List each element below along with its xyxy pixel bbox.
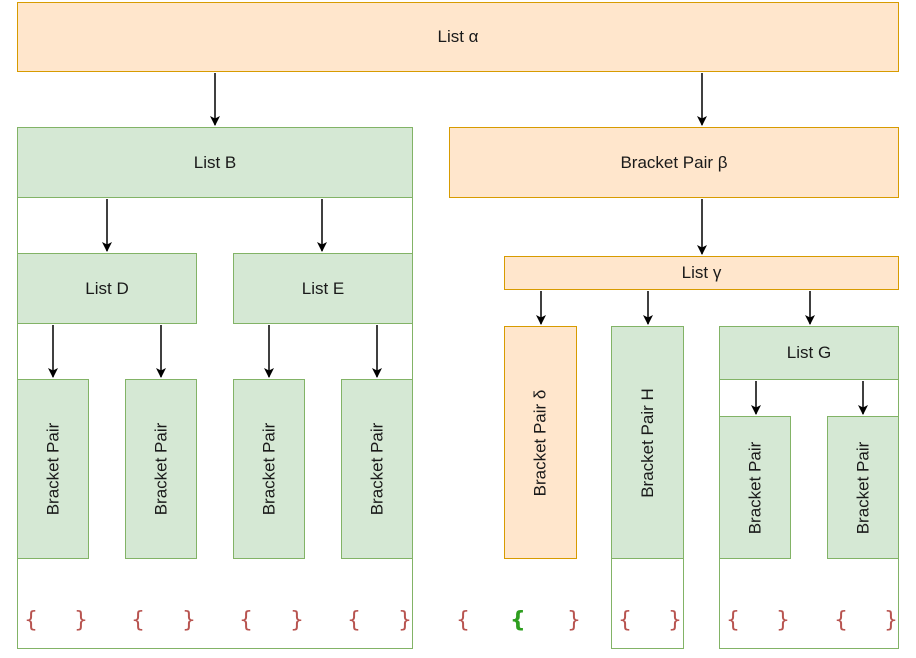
- bracket-pair-h-node: Bracket Pair H: [611, 326, 684, 559]
- list-d-node: List D: [17, 253, 197, 324]
- list-alpha-node: List α: [17, 2, 899, 72]
- close-brace-h: }: [668, 608, 682, 633]
- bracket-pair-node-2: Bracket Pair: [125, 379, 197, 559]
- open-brace-1: {: [24, 608, 38, 633]
- close-brace-1: }: [74, 608, 88, 633]
- close-brace-2: }: [182, 608, 196, 633]
- bracket-pair-delta-node: Bracket Pair δ: [504, 326, 577, 559]
- close-brace-6: }: [884, 608, 898, 633]
- close-brace-delta: }: [567, 608, 581, 633]
- open-brace-5: {: [726, 608, 740, 633]
- list-b-node: List B: [17, 127, 413, 198]
- close-brace-4: }: [398, 608, 412, 633]
- close-brace-3: }: [290, 608, 304, 633]
- open-brace-3: {: [239, 608, 253, 633]
- open-brace-beta: {: [456, 608, 470, 633]
- list-alpha-label: List α: [437, 27, 479, 46]
- list-g-label: List G: [786, 343, 832, 362]
- list-b-label: List B: [193, 152, 237, 172]
- open-brace-h: {: [618, 608, 632, 633]
- bracket-pair-beta-node: Bracket Pair β: [449, 127, 899, 198]
- open-brace-4: {: [347, 608, 361, 633]
- open-brace-2: {: [131, 608, 145, 633]
- list-d-label: List D: [85, 278, 129, 298]
- close-brace-5: }: [776, 608, 790, 633]
- bracket-pair-node-3: Bracket Pair: [233, 379, 305, 559]
- bracket-pair-node-1: Bracket Pair: [17, 379, 89, 559]
- bracket-pair-node-5: Bracket Pair: [719, 416, 791, 559]
- bracket-pair-node-4: Bracket Pair: [341, 379, 413, 559]
- open-brace-delta: {: [510, 608, 526, 633]
- list-g-node: List G: [719, 326, 899, 380]
- list-e-node: List E: [233, 253, 413, 324]
- list-gamma-label: List γ: [681, 263, 722, 282]
- bracket-pair-node-6: Bracket Pair: [827, 416, 899, 559]
- list-gamma-node: List γ: [504, 256, 899, 290]
- open-brace-6: {: [834, 608, 848, 633]
- list-e-label: List E: [301, 278, 345, 298]
- bracket-pair-beta-label: Bracket Pair β: [620, 152, 728, 172]
